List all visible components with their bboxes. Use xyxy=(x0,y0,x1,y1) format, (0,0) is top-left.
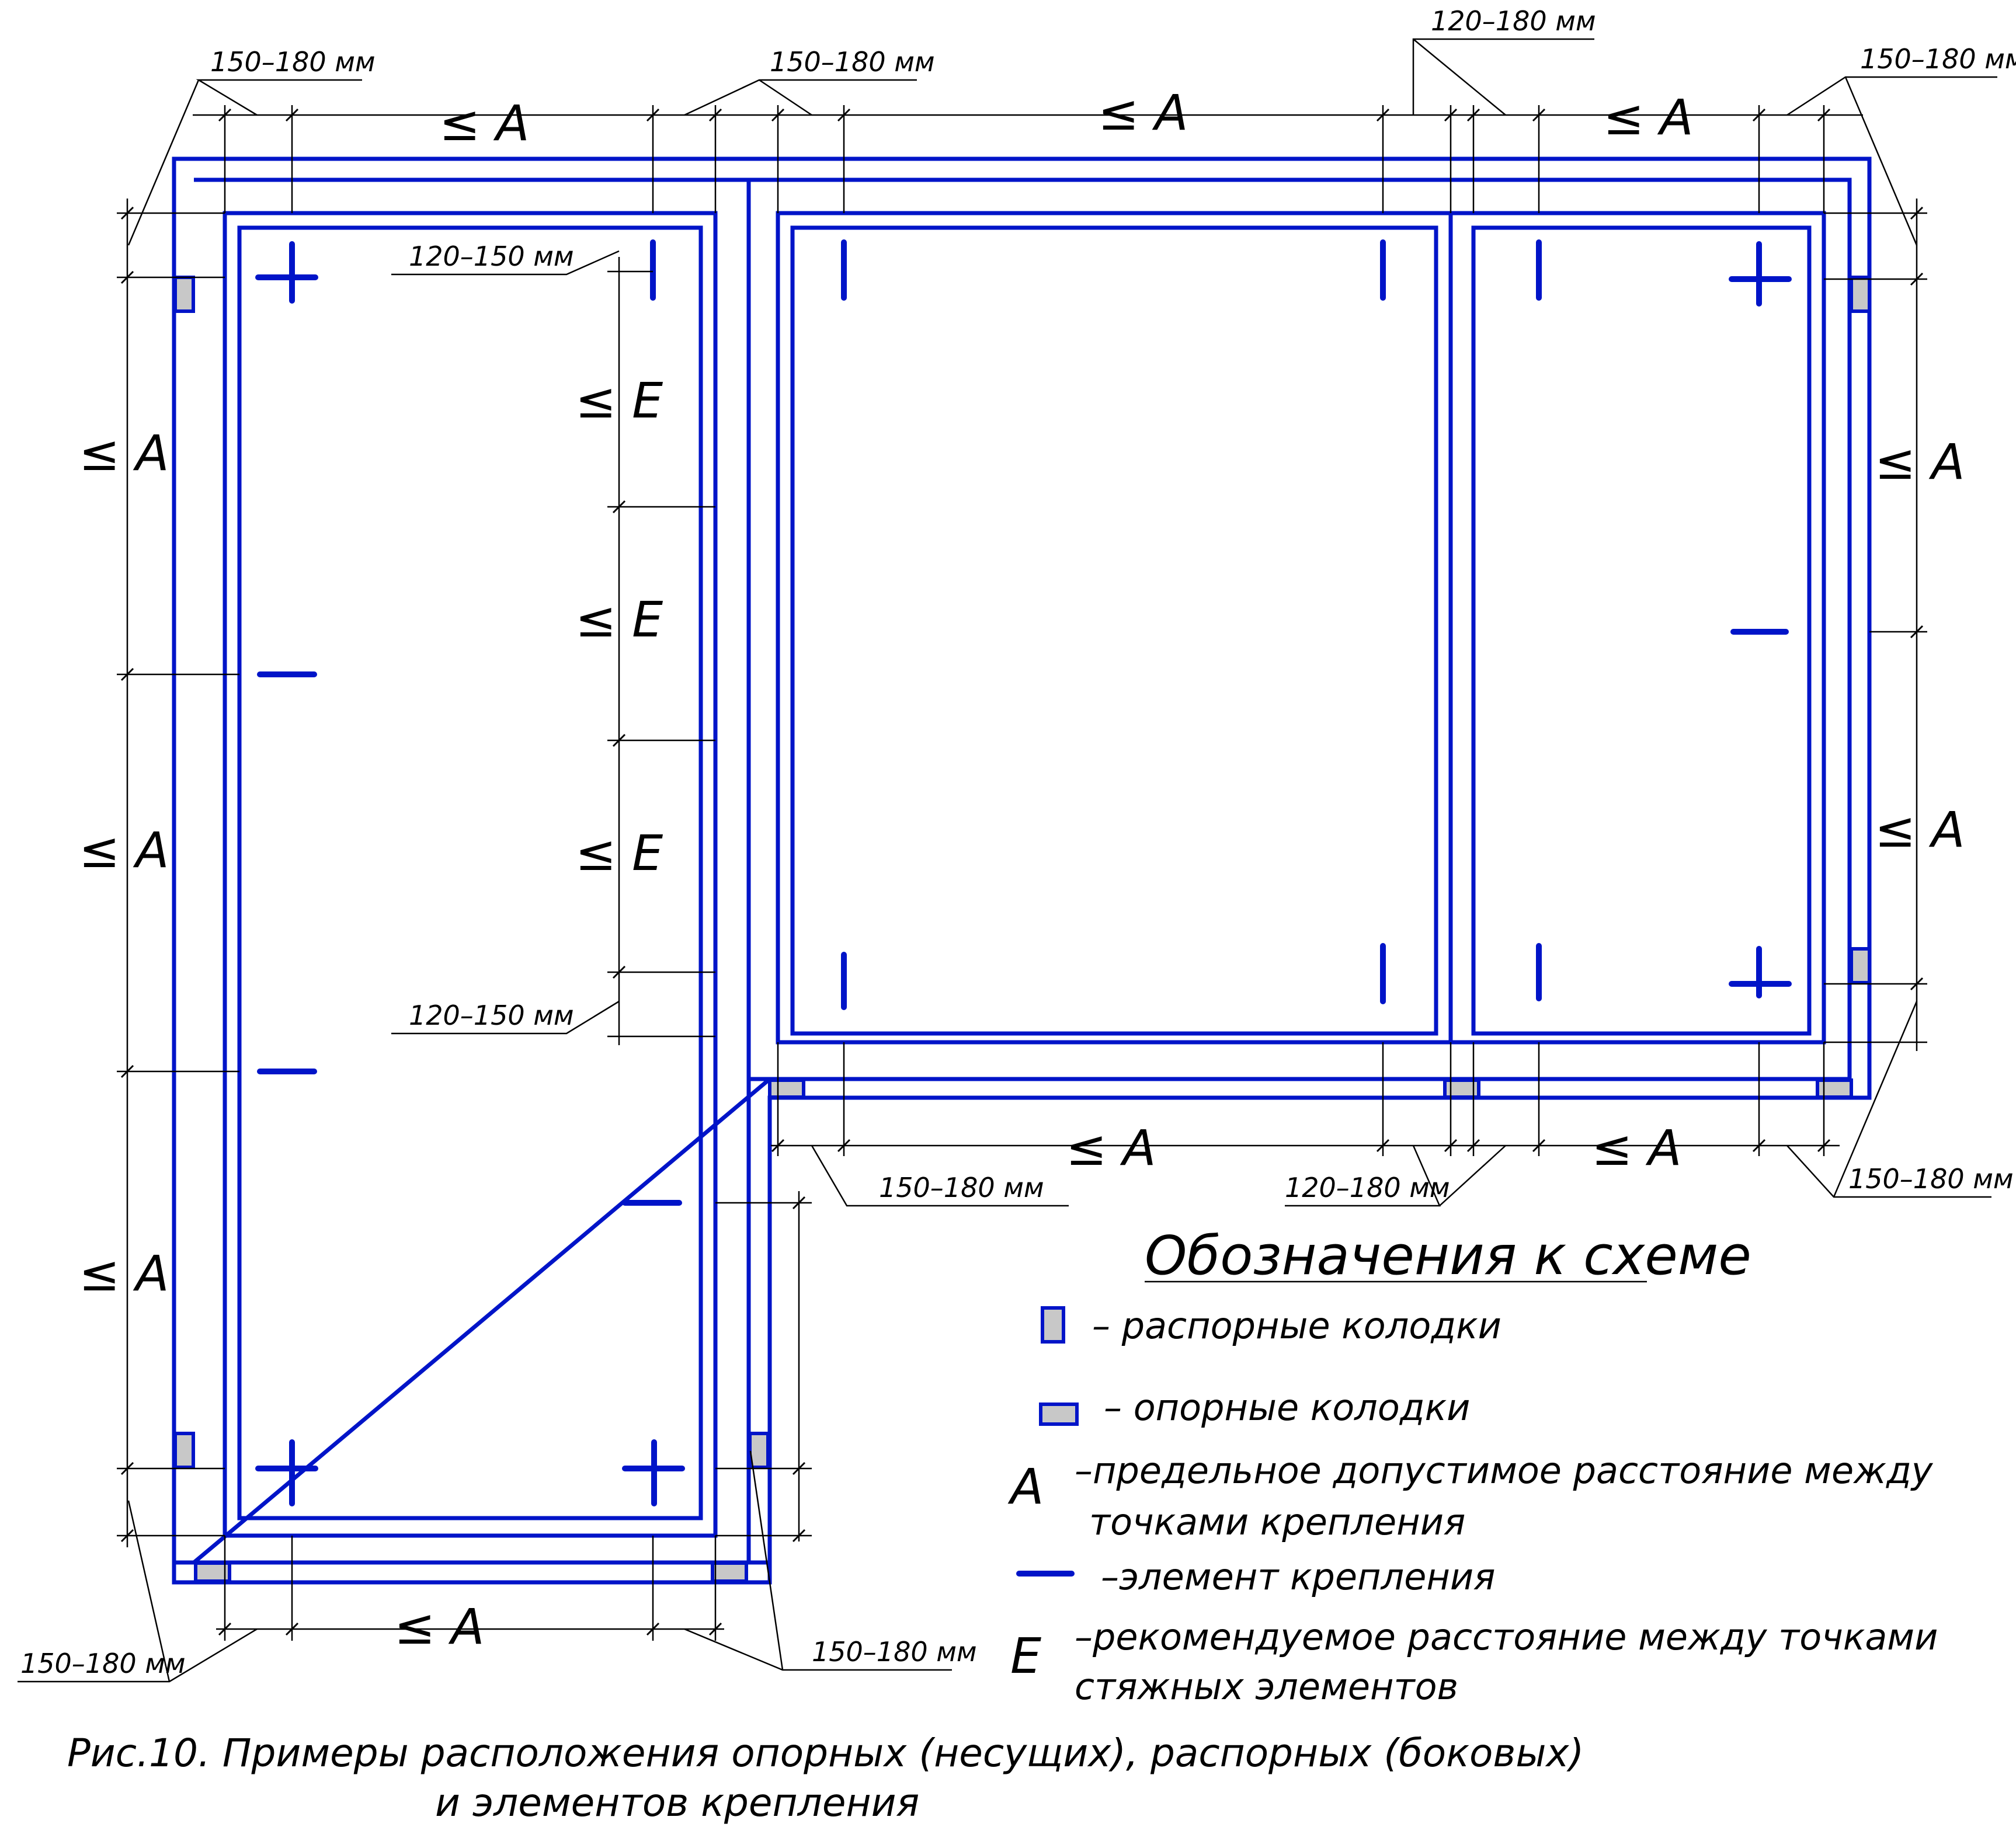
window-sash-middle-inner xyxy=(790,225,1438,1036)
legend-support-blocks: – опорные колодки xyxy=(1104,1386,1470,1429)
door-sash-inner xyxy=(237,225,703,1520)
window-frames xyxy=(172,156,1872,1585)
legend-fastener: –элемент крепления xyxy=(1101,1555,1495,1598)
outer-frame xyxy=(172,156,1872,1585)
lateral-block xyxy=(173,1432,195,1469)
setting-blocks xyxy=(173,276,1871,1583)
dim-label-150-180: 150–180 мм xyxy=(770,46,935,78)
fastening-elements xyxy=(255,239,1792,1506)
leader-lines xyxy=(18,38,1997,1683)
dim-label-150-180: 150–180 мм xyxy=(879,1172,1044,1203)
figure-caption: Рис.10. Примеры расположения опорных (не… xyxy=(67,1731,1584,1825)
window-sash-right-outer xyxy=(1448,211,1826,1045)
support-block xyxy=(1816,1078,1853,1099)
legend-e-line1: –рекомендуемое расстояние между точками xyxy=(1075,1616,1938,1658)
dim-label-150-180: 150–180 мм xyxy=(1848,1163,2014,1195)
legend-e-line2: стяжных элементов xyxy=(1075,1665,1458,1708)
dim-label-a: ≤ A xyxy=(1591,1119,1682,1177)
dim-label-a: ≤ A xyxy=(79,822,169,879)
dim-label-120-150: 120–150 мм xyxy=(409,1000,574,1031)
fastener-cross xyxy=(1729,241,1792,307)
lateral-block xyxy=(1850,947,1871,984)
dim-label-150-180: 150–180 мм xyxy=(1860,43,2016,75)
dim-label-a: ≤ A xyxy=(1875,433,1965,490)
legend-lateral-blocks: – распорные колодки xyxy=(1092,1304,1501,1347)
dim-label-120-150: 120–150 мм xyxy=(409,241,574,272)
dimension-ticks xyxy=(120,108,1924,1636)
dim-label-e: ≤ E xyxy=(575,372,663,429)
outer-frame-inner-edge xyxy=(188,178,1852,1565)
legend-a-line2: точками крепления xyxy=(1089,1501,1465,1543)
legend-lateral-block-icon xyxy=(1041,1306,1065,1344)
dim-label-a: ≤ A xyxy=(1098,84,1188,141)
fastener-cross xyxy=(622,1439,685,1506)
dim-label-150-180: 150–180 мм xyxy=(210,46,376,78)
window-sash-right-inner xyxy=(1471,225,1812,1036)
dim-label-a: ≤ A xyxy=(1603,89,1694,146)
support-block xyxy=(711,1561,748,1583)
caption-line2: и элементов крепления xyxy=(435,1780,919,1825)
fastener-cross xyxy=(255,1439,318,1506)
window-sash-middle-outer xyxy=(776,211,1453,1045)
dim-label-120-180: 120–180 мм xyxy=(1285,1172,1450,1203)
dim-label-a: ≤ A xyxy=(394,1598,485,1655)
dim-label-e: ≤ E xyxy=(575,824,663,882)
dim-label-a: ≤ A xyxy=(79,1245,169,1302)
legend-title: Обозначения к схеме xyxy=(1145,1224,1751,1287)
support-block xyxy=(768,1078,805,1099)
lateral-block xyxy=(173,276,195,313)
legend-support-block-icon xyxy=(1039,1403,1079,1426)
caption-line1: Рис.10. Примеры расположения опорных (не… xyxy=(67,1731,1584,1776)
dim-label-e: ≤ E xyxy=(575,591,663,648)
dim-label-a: ≤ A xyxy=(439,95,530,152)
dim-label-a: ≤ A xyxy=(79,424,169,482)
dim-label-a: ≤ A xyxy=(1066,1119,1156,1177)
legend-a-line1: –предельное допустимое расстояние между xyxy=(1075,1449,1934,1492)
legend-e-symbol: E xyxy=(1010,1627,1041,1685)
dim-label-150-180: 150–180 мм xyxy=(20,1648,186,1679)
dim-label-120-180: 120–180 мм xyxy=(1431,5,1596,37)
legend: Обозначения к схеме – распорные колодки … xyxy=(1007,1224,1938,1708)
lateral-block xyxy=(748,1432,770,1469)
dim-label-150-180: 150–180 мм xyxy=(812,1636,977,1668)
lateral-block xyxy=(1850,276,1871,313)
dimension-labels: 150–180 мм 150–180 мм 120–180 мм 150–180… xyxy=(20,5,2016,1679)
door-sash-outer xyxy=(223,211,718,1538)
fastener-cross xyxy=(1729,946,1792,998)
fastener-cross xyxy=(255,241,318,304)
dim-label-a: ≤ A xyxy=(1875,801,1965,858)
support-block xyxy=(194,1561,231,1583)
legend-a-symbol: A xyxy=(1007,1458,1044,1515)
dimension-lines xyxy=(18,38,1997,1683)
